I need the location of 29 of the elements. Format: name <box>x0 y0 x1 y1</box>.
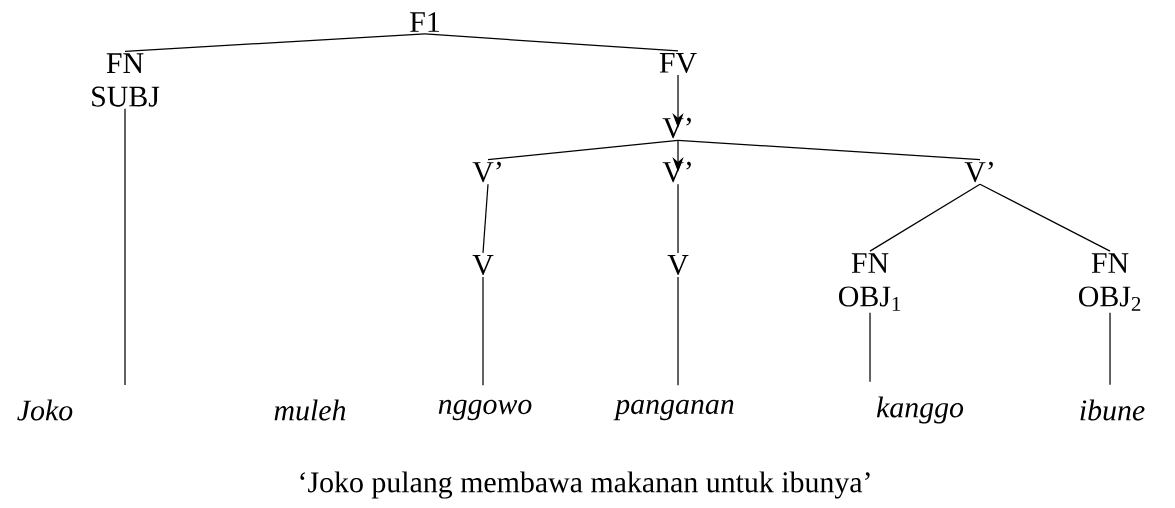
tree-branch <box>979 183 1111 252</box>
word-label: kanggo <box>876 396 964 424</box>
category-label: V <box>472 255 494 275</box>
word-label: muleh <box>274 399 346 421</box>
tree-branch <box>677 139 981 161</box>
category-label: V <box>667 255 689 275</box>
category-label: V’ <box>472 161 501 183</box>
word-label: ibune <box>1080 399 1145 421</box>
word-label: nggowo <box>438 399 532 421</box>
tree-branch <box>869 312 871 383</box>
category-label: FN SUBJ <box>92 53 160 107</box>
category-label: FN OBJ$_{2}$ <box>1079 253 1141 311</box>
tree-branch <box>677 183 679 254</box>
tree-branch <box>124 33 426 52</box>
caption: ‘Joko pulang membawa makanan untuk ibunya’ <box>300 471 870 499</box>
tree-branch <box>482 183 489 254</box>
tree-branch <box>487 139 679 161</box>
category-label: V’ <box>964 161 993 183</box>
tree-branch <box>677 276 679 386</box>
tree-branch <box>482 276 484 386</box>
word-label: panganan <box>613 399 734 421</box>
category-label: FV <box>659 53 697 73</box>
word-label: Joko <box>17 399 73 421</box>
tree-branch <box>424 33 679 52</box>
category-label: F1 <box>410 12 439 32</box>
tree-branch <box>869 183 981 252</box>
tree-branch <box>124 108 126 386</box>
category-label: FN OBJ$_{1}$ <box>839 253 901 311</box>
tree-branch <box>1109 312 1111 386</box>
